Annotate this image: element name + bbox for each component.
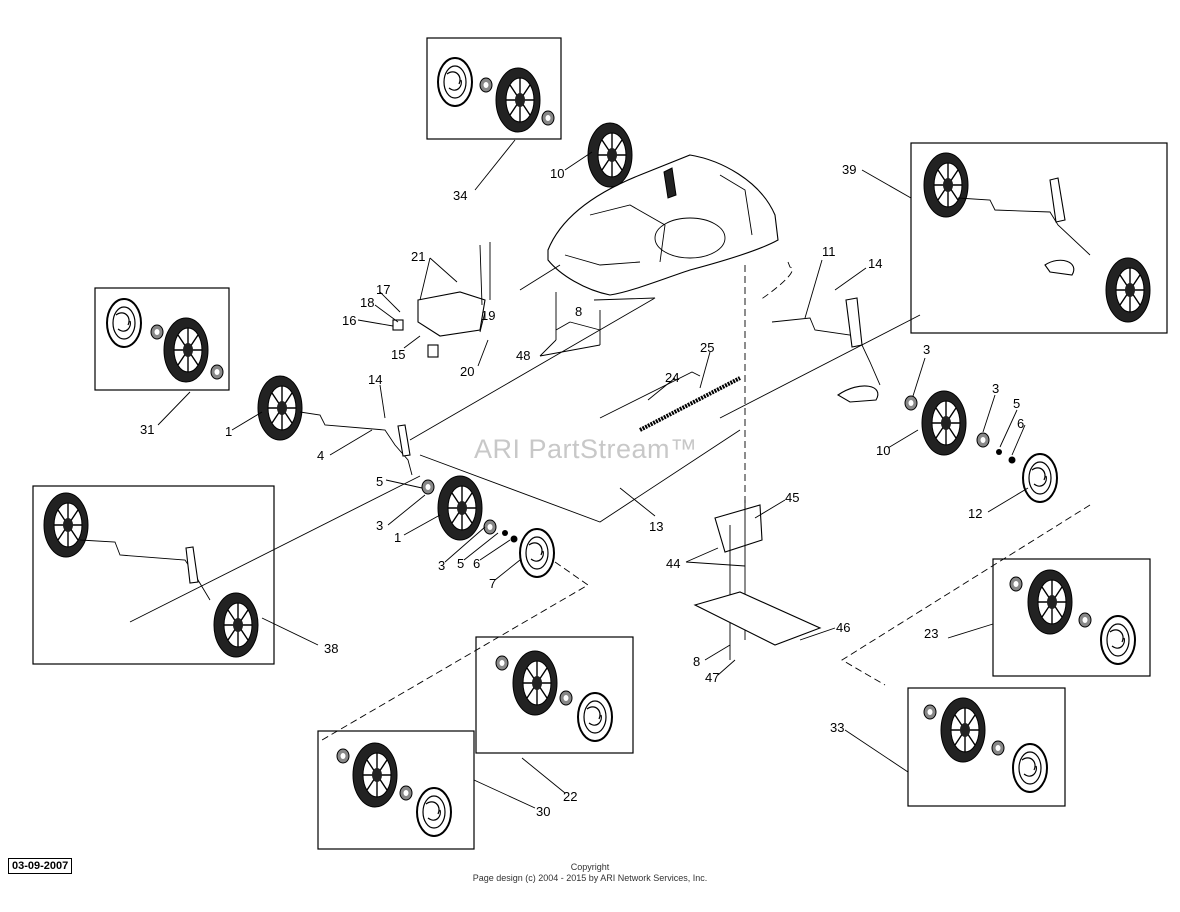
connection-lines [129, 261, 1091, 741]
height-adjuster [392, 242, 491, 358]
callout-31: 31 [140, 422, 154, 437]
kit-22-parts [495, 650, 613, 742]
kit-box-33 [907, 687, 1066, 807]
copyright-line-1: Copyright [570, 862, 610, 872]
callout-10: 10 [550, 166, 564, 181]
callout-11: 11 [822, 244, 836, 259]
callout-48: 48 [516, 348, 530, 363]
callout-1: 1 [225, 424, 232, 439]
callout-16: 16 [342, 313, 356, 328]
kit-box-39 [910, 142, 1168, 334]
kit-23-parts [1009, 569, 1136, 665]
copyright-line-2: Page design (c) 2004 - 2015 by ARI Netwo… [472, 873, 708, 883]
callout-5: 5 [457, 556, 464, 571]
callout-39: 39 [842, 162, 856, 177]
callout-4: 4 [317, 448, 324, 463]
callout-8: 8 [693, 654, 700, 669]
kit-34-parts [437, 57, 555, 133]
callout-44: 44 [666, 556, 680, 571]
kit-31-parts [106, 298, 224, 383]
mower-deck [547, 154, 779, 296]
callouts: 34 10 39 21 17 18 16 15 19 20 8 48 11 14… [140, 162, 1024, 819]
callout-24: 24 [665, 370, 679, 385]
callout-13: 13 [649, 519, 663, 534]
callout-30: 30 [536, 804, 550, 819]
kit-38-parts [43, 492, 259, 658]
front-axle-assembly [257, 375, 555, 578]
kit-box-23 [992, 558, 1151, 677]
kit-box-31 [94, 287, 230, 391]
callout-6: 6 [473, 556, 480, 571]
spring-25 [599, 371, 741, 432]
callout-33: 33 [830, 720, 844, 735]
callout-14: 14 [368, 372, 382, 387]
baffle-46 [693, 591, 822, 646]
kit-30-parts [336, 742, 452, 837]
callout-46: 46 [836, 620, 850, 635]
kit-box-22 [475, 636, 634, 754]
callout-6: 6 [1017, 416, 1024, 431]
rear-axle-assembly [771, 297, 1058, 503]
callout-8: 8 [575, 304, 582, 319]
leader-lines [157, 139, 1029, 809]
kit-box-38 [32, 485, 275, 665]
kit-box-34 [426, 37, 562, 140]
kit-box-30 [317, 730, 475, 850]
callout-22: 22 [563, 789, 577, 804]
callout-25: 25 [700, 340, 714, 355]
callout-45: 45 [785, 490, 799, 505]
callout-15: 15 [391, 347, 405, 362]
callout-10: 10 [876, 443, 890, 458]
callout-21: 21 [411, 249, 425, 264]
callout-38: 38 [324, 641, 338, 656]
rods-48 [555, 292, 601, 345]
callout-5: 5 [376, 474, 383, 489]
callout-47: 47 [705, 670, 719, 685]
watermark: ARI PartStream™ [474, 434, 698, 464]
callout-18: 18 [360, 295, 374, 310]
callout-14: 14 [868, 256, 882, 271]
callout-23: 23 [924, 626, 938, 641]
callout-5: 5 [1013, 396, 1020, 411]
callout-3: 3 [376, 518, 383, 533]
date-stamp: 03-09-2007 [8, 858, 73, 874]
callout-3: 3 [923, 342, 930, 357]
callout-1: 1 [394, 530, 401, 545]
callout-20: 20 [460, 364, 474, 379]
bag-frame-45 [714, 500, 763, 660]
callout-17: 17 [376, 282, 390, 297]
callout-3: 3 [438, 558, 445, 573]
callout-34: 34 [453, 188, 467, 203]
callout-3: 3 [992, 381, 999, 396]
kit-33-parts [923, 697, 1048, 793]
callout-12: 12 [968, 506, 982, 521]
callout-7: 7 [489, 576, 496, 591]
copyright-notice: Copyright Page design (c) 2004 - 2015 by… [0, 862, 1180, 884]
callout-19: 19 [481, 308, 495, 323]
kit-39-parts [923, 152, 1151, 323]
wheel-10-top [587, 122, 633, 188]
